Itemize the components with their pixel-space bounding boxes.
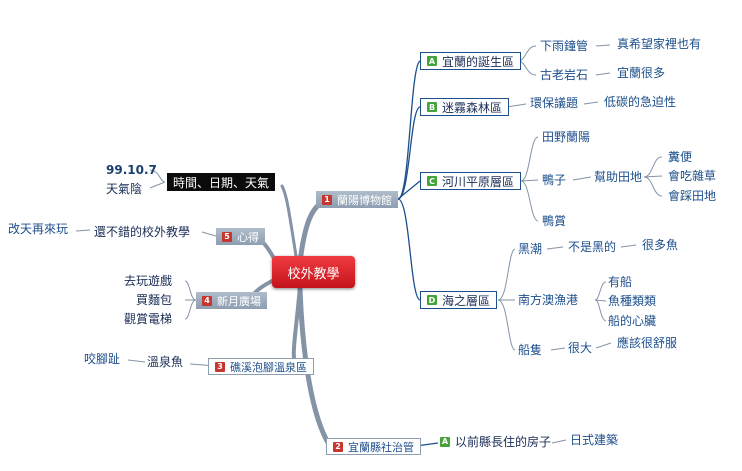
topic-plain-label: 河川平原層區 [442, 174, 515, 189]
topic-forest-label: 迷霧森林區 [442, 100, 503, 115]
node-eco[interactable]: 環保議題 [530, 96, 579, 110]
node-nanfang-1[interactable]: 有船 [608, 275, 633, 289]
node-nanfang-3[interactable]: 船的心臟 [608, 314, 657, 328]
node-boat-1[interactable]: 很大 [568, 341, 593, 355]
branch-lanyang-museum[interactable]: 1 蘭陽博物館 [316, 191, 398, 208]
node-duck-1[interactable]: 糞便 [668, 150, 693, 164]
node-nanfang-2[interactable]: 魚種類類 [608, 294, 657, 308]
badge-4: 4 [202, 295, 212, 306]
topic-ocean-label: 海之層區 [442, 293, 491, 308]
branch-hot-spring-label: 礁溪泡腳溫泉區 [230, 360, 307, 374]
badge-b: B [427, 102, 437, 112]
branch-lanyang-label: 蘭陽博物館 [337, 193, 392, 207]
topic-plain[interactable]: C 河川平原層區 [420, 172, 522, 190]
node-japanese-architecture[interactable]: 日式建築 [570, 433, 619, 447]
branch-thoughts-label: 心得 [237, 230, 259, 244]
topic-birthplace[interactable]: A 宜蘭的誕生區 [420, 52, 522, 70]
node-old-rock[interactable]: 古老岩石 [540, 68, 589, 82]
topic-ocean[interactable]: D 海之層區 [420, 291, 498, 309]
node-duck[interactable]: 鴨子 [542, 173, 567, 187]
node-kuroshio[interactable]: 黑潮 [518, 242, 543, 256]
branch-plaza[interactable]: 4 新月廣場 [196, 292, 267, 309]
branch-time-date-weather-label: 時間、日期、天氣 [173, 175, 270, 190]
central-topic[interactable]: 校外教學 [272, 256, 355, 288]
node-nice-trip[interactable]: 還不錯的校外教學 [94, 225, 191, 239]
branch-time-date-weather[interactable]: 時間、日期、天氣 [167, 173, 276, 191]
topic-forest[interactable]: B 迷霧森林區 [420, 98, 510, 116]
branch-hot-spring[interactable]: 3 礁溪泡腳溫泉區 [208, 358, 314, 375]
node-date[interactable]: 99.10.7 [106, 163, 157, 177]
badge-5: 5 [222, 231, 232, 242]
badge-3: 3 [215, 361, 225, 372]
badge-a-county: A [440, 437, 450, 447]
branch-thoughts[interactable]: 5 心得 [216, 228, 265, 245]
badge-2: 2 [333, 441, 343, 452]
branch-plaza-label: 新月廣場 [217, 294, 261, 308]
branch-county-office[interactable]: 2 宜蘭縣社治管 [326, 438, 421, 455]
node-nanfang[interactable]: 南方澳漁港 [518, 293, 579, 307]
node-rain-gauge[interactable]: 下雨鐘管 [540, 39, 589, 53]
badge-d: D [427, 295, 437, 305]
node-hot-spring-fish[interactable]: 溫泉魚 [147, 355, 184, 369]
node-boat-2[interactable]: 應該很舒服 [617, 336, 678, 350]
node-come-again[interactable]: 改天再來玩 [8, 222, 69, 236]
node-duck-2[interactable]: 會吃雜草 [668, 169, 717, 183]
node-kuroshio-2[interactable]: 很多魚 [642, 238, 679, 252]
node-kuroshio-1[interactable]: 不是黑的 [568, 240, 617, 254]
node-rain-gauge-note[interactable]: 真希望家裡也有 [617, 37, 702, 51]
node-boat[interactable]: 船隻 [518, 343, 543, 357]
node-plaza-item[interactable]: 觀賞電梯 [124, 312, 173, 326]
node-duck-egg[interactable]: 鴨賞 [542, 214, 567, 228]
badge-a: A [427, 56, 437, 66]
branch-county-office-label: 宜蘭縣社治管 [348, 440, 414, 454]
node-duck-help[interactable]: 幫助田地 [594, 170, 643, 184]
badge-1: 1 [322, 194, 332, 205]
node-plaza-item[interactable]: 去玩遊戲 [124, 274, 173, 288]
node-eco-note[interactable]: 低碳的急迫性 [604, 95, 677, 109]
badge-c: C [427, 176, 437, 186]
node-duck-3[interactable]: 會踩田地 [668, 189, 717, 203]
node-old-rock-note[interactable]: 宜蘭很多 [617, 66, 666, 80]
node-field[interactable]: 田野蘭陽 [542, 130, 591, 144]
node-magistrate-house-label: 以前縣長住的房子 [455, 435, 552, 449]
topic-birthplace-label: 宜蘭的誕生區 [442, 54, 515, 69]
node-toe-biting[interactable]: 咬腳趾 [84, 352, 121, 366]
node-weather[interactable]: 天氣陰 [106, 182, 143, 196]
node-plaza-item[interactable]: 買麵包 [136, 293, 173, 307]
node-magistrate-house[interactable]: A 以前縣長住的房子 [440, 436, 551, 448]
